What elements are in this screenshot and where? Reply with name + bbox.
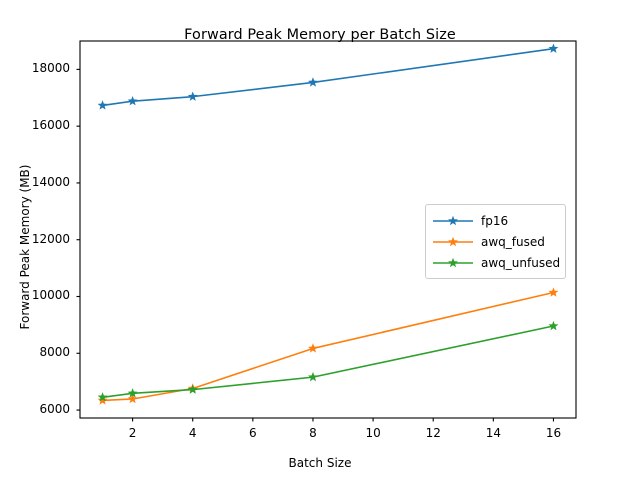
y-tick-label: 14000 bbox=[31, 174, 70, 189]
legend-marker bbox=[448, 215, 458, 225]
legend-swatch-1 bbox=[433, 236, 473, 246]
data-point-marker bbox=[308, 371, 318, 382]
data-point-marker bbox=[187, 91, 198, 101]
data-point-marker bbox=[97, 100, 108, 110]
y-tick-label: 10000 bbox=[31, 288, 70, 303]
legend-item-1: awq_fused bbox=[432, 231, 559, 252]
data-point-marker bbox=[97, 395, 108, 405]
legend-swatch-2 bbox=[433, 257, 473, 267]
data-point-marker bbox=[548, 43, 559, 53]
x-tick-label: 4 bbox=[188, 426, 197, 440]
data-point-marker bbox=[548, 287, 559, 297]
data-point-marker bbox=[308, 77, 318, 87]
x-axis-label: Batch Size bbox=[288, 456, 352, 470]
legend-item-0: fp16 bbox=[432, 210, 559, 231]
y-tick-label: 8000 bbox=[39, 345, 70, 360]
data-point-marker bbox=[127, 388, 138, 398]
series-fp16 bbox=[97, 43, 559, 110]
x-tick-label: 10 bbox=[365, 426, 381, 440]
legend-label-0: fp16 bbox=[481, 213, 509, 228]
x-tick-label: 12 bbox=[425, 426, 441, 440]
x-tick-label: 16 bbox=[545, 426, 562, 440]
data-point-marker bbox=[127, 95, 138, 106]
y-tick-label: 6000 bbox=[39, 402, 70, 417]
data-point-marker bbox=[548, 320, 559, 331]
legend-marker bbox=[448, 257, 458, 267]
x-tick-label: 14 bbox=[485, 426, 501, 440]
series-awq_fused bbox=[97, 287, 559, 405]
chart-legend: fp16 awq_fused awq_unfused bbox=[425, 204, 566, 279]
y-tick-label: 16000 bbox=[31, 118, 70, 133]
data-point-marker bbox=[187, 384, 198, 394]
series-awq_unfused bbox=[97, 320, 559, 402]
legend-swatch-0 bbox=[433, 215, 473, 225]
legend-marker bbox=[448, 236, 458, 246]
data-point-marker bbox=[308, 343, 318, 353]
legend-label-2: awq_unfused bbox=[481, 255, 561, 270]
chart-title: Forward Peak Memory per Batch Size bbox=[184, 27, 456, 43]
series-line bbox=[101, 47, 555, 107]
series-line bbox=[101, 325, 555, 399]
legend-item-2: awq_unfused bbox=[432, 252, 561, 273]
data-point-marker bbox=[127, 393, 138, 404]
x-tick-label: 8 bbox=[309, 426, 317, 440]
legend-label-1: awq_fused bbox=[481, 234, 545, 249]
series-line bbox=[101, 291, 555, 402]
data-point-marker bbox=[97, 392, 108, 402]
x-tick-label: 6 bbox=[249, 426, 257, 440]
x-tick-label: 2 bbox=[128, 426, 137, 440]
axes-spines bbox=[79, 40, 577, 419]
y-tick-label: 12000 bbox=[31, 231, 70, 246]
y-tick-label: 18000 bbox=[31, 61, 70, 76]
